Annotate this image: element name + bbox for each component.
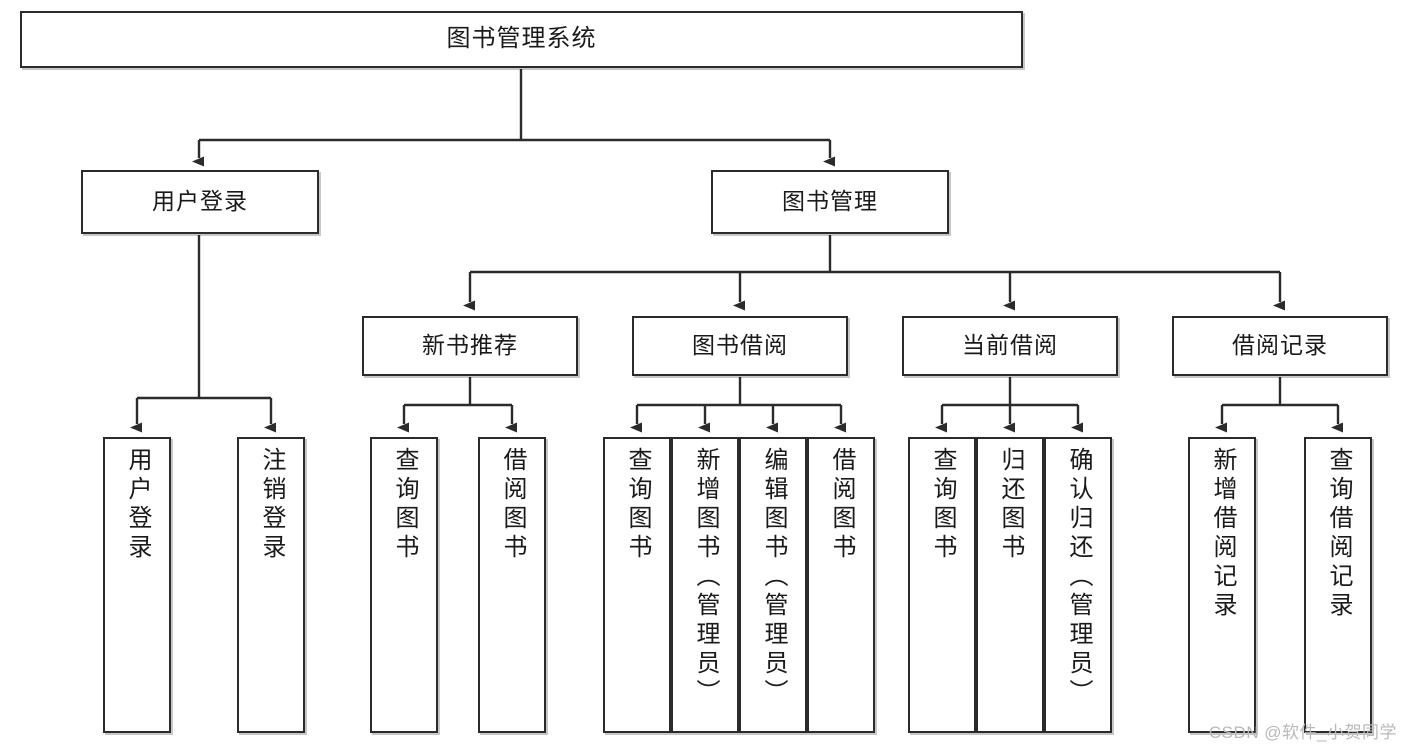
node-leaf-query-book-2[interactable]: 查询图书	[603, 437, 671, 733]
node-label: 查询借阅记录	[1325, 447, 1352, 621]
node-leaf-query-record[interactable]: 查询借阅记录	[1304, 437, 1372, 733]
node-book-manage[interactable]: 图书管理	[711, 170, 949, 234]
node-leaf-query-book-1[interactable]: 查询图书	[370, 437, 438, 733]
node-label: 用户登录	[152, 188, 248, 215]
node-borrow-record[interactable]: 借阅记录	[1172, 316, 1388, 376]
node-label: 当前借阅	[962, 332, 1058, 359]
node-leaf-logout[interactable]: 注销登录	[237, 437, 305, 733]
node-book-borrow[interactable]: 图书借阅	[632, 316, 848, 376]
node-root-book-management-system[interactable]: 图书管理系统	[20, 11, 1023, 68]
node-label: 确认归还（管理员）	[1065, 447, 1092, 708]
node-leaf-confirm-return[interactable]: 确认归还（管理员）	[1044, 437, 1112, 733]
node-label: 归还图书	[997, 447, 1024, 563]
node-leaf-return-book[interactable]: 归还图书	[976, 437, 1044, 733]
node-label: 注销登录	[258, 447, 285, 563]
node-leaf-query-book-3[interactable]: 查询图书	[908, 437, 976, 733]
node-leaf-borrow-book-1[interactable]: 借阅图书	[478, 437, 546, 733]
node-label: 查询图书	[624, 447, 651, 563]
node-label: 新增图书（管理员）	[692, 447, 719, 708]
node-label: 查询图书	[929, 447, 956, 563]
node-label: 查询图书	[391, 447, 418, 563]
node-label: 用户登录	[124, 447, 151, 563]
node-label: 编辑图书（管理员）	[760, 447, 787, 708]
node-label: 借阅图书	[499, 447, 526, 563]
node-leaf-edit-book[interactable]: 编辑图书（管理员）	[739, 437, 807, 733]
node-label: 图书管理系统	[446, 25, 597, 53]
node-new-book-rec[interactable]: 新书推荐	[362, 316, 578, 376]
node-current-borrow[interactable]: 当前借阅	[902, 316, 1118, 376]
node-label: 图书管理	[782, 188, 878, 215]
node-leaf-add-record[interactable]: 新增借阅记录	[1188, 437, 1256, 733]
node-label: 新增借阅记录	[1209, 447, 1236, 621]
node-leaf-user-login[interactable]: 用户登录	[103, 437, 171, 733]
node-label: 图书借阅	[692, 332, 788, 359]
node-label: 借阅记录	[1232, 332, 1328, 359]
node-label: 借阅图书	[828, 447, 855, 563]
node-label: 新书推荐	[422, 332, 518, 359]
node-leaf-borrow-book-2[interactable]: 借阅图书	[807, 437, 875, 733]
node-user-login[interactable]: 用户登录	[81, 170, 319, 234]
watermark-text: CSDN @软件_小贺同学	[1208, 723, 1397, 742]
node-leaf-add-book[interactable]: 新增图书（管理员）	[671, 437, 739, 733]
